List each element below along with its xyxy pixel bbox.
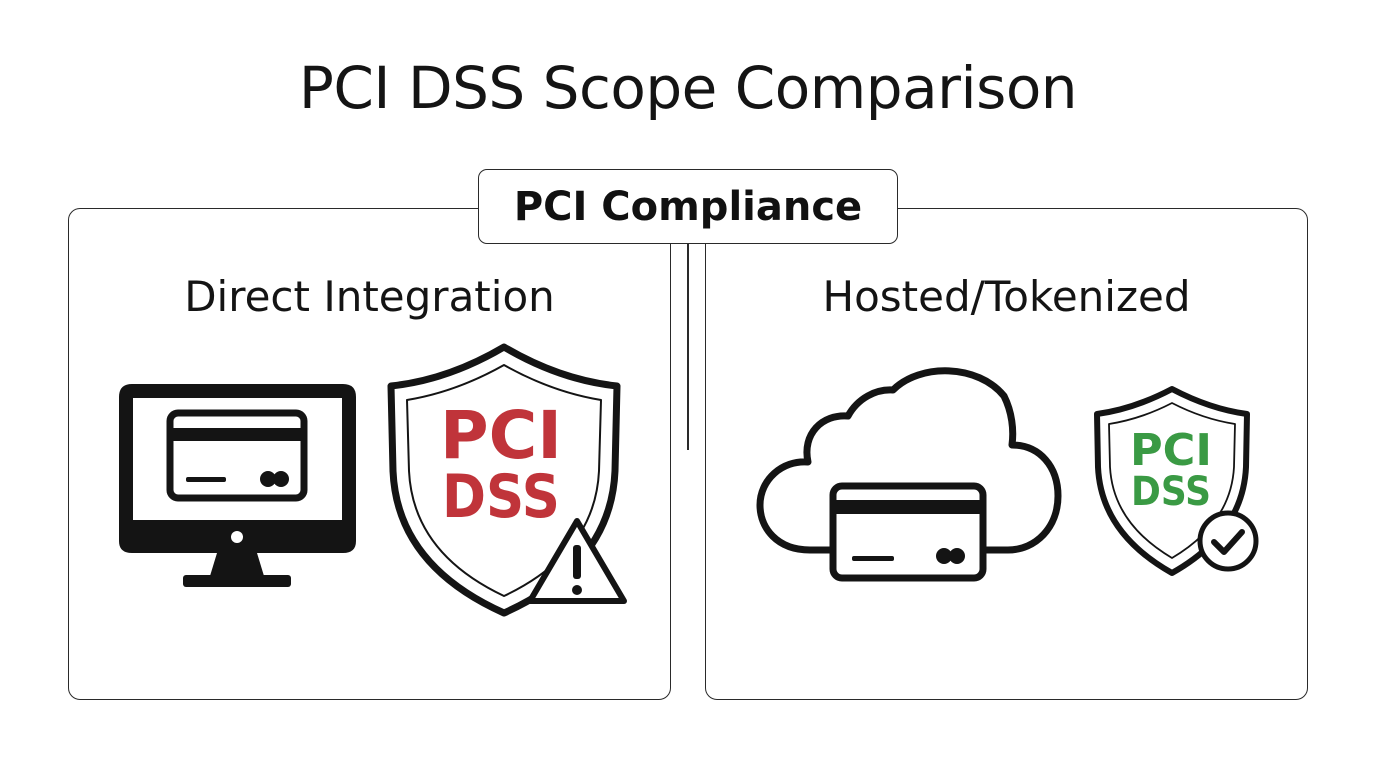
shield-dss-text: DSS <box>1131 469 1211 515</box>
checkmark-circle-icon <box>1197 510 1259 572</box>
monitor-icon <box>119 384 356 587</box>
shield-pci-text: PCI <box>1130 425 1212 476</box>
payment-card-icon <box>829 482 987 582</box>
hosted-tokenized-heading: Hosted/Tokenized <box>822 272 1191 321</box>
header-connector-line <box>687 243 689 450</box>
direct-integration-heading: Direct Integration <box>184 272 555 321</box>
shield-dss-text: DSS <box>442 462 560 532</box>
pci-compliance-header-box: PCI Compliance <box>478 169 898 244</box>
pci-compliance-label: PCI Compliance <box>513 183 863 230</box>
cloud-icon <box>756 367 1062 554</box>
monitor-with-card-icon <box>119 384 356 587</box>
shield-pci-text: PCI <box>440 397 562 474</box>
page-title: PCI DSS Scope Comparison <box>298 54 1078 122</box>
warning-triangle-icon <box>527 518 627 604</box>
cloud-with-card-icon <box>756 367 1062 582</box>
payment-card-icon <box>166 409 308 502</box>
